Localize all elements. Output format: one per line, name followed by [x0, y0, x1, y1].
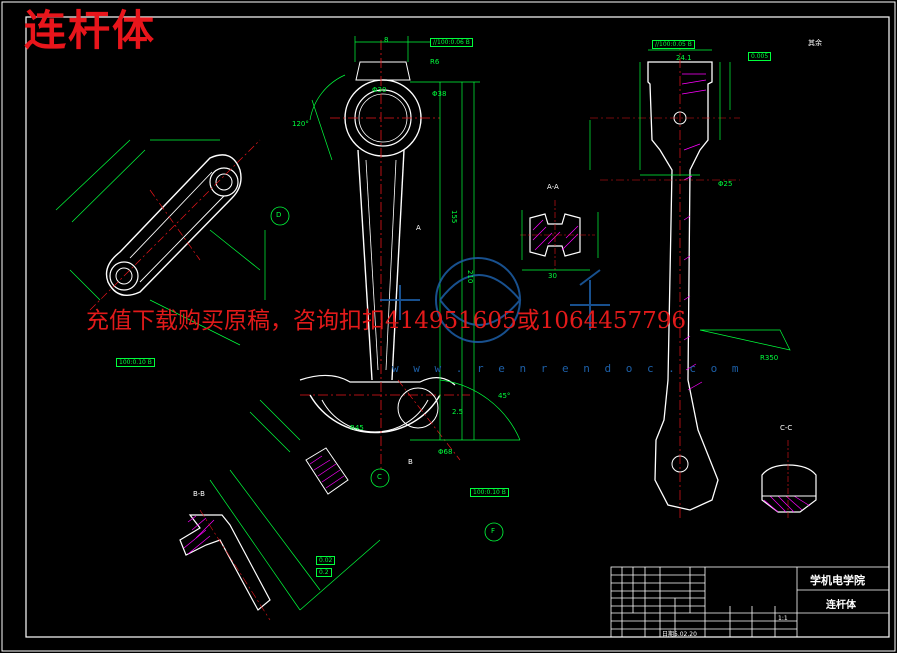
tolerance-bottom: 100:0.10 B — [470, 488, 509, 497]
dim-r: R6 — [430, 58, 440, 66]
title-block — [610, 566, 890, 638]
side-view-dimensions — [589, 49, 791, 351]
dim-phi2: Φ38 — [432, 90, 447, 98]
marker-c: C — [377, 473, 382, 481]
dim-len: 155 — [450, 210, 458, 224]
dim-r2: R45 — [350, 424, 364, 432]
left-inclined-view — [89, 139, 261, 311]
marker-d: D — [276, 211, 282, 219]
dim-angle2: 45° — [498, 392, 511, 400]
tolerance-small-2: 0.2 — [316, 568, 332, 577]
inner-frame — [25, 16, 890, 638]
tolerance-small-1: 0.02 — [316, 556, 336, 565]
front-view — [299, 40, 470, 495]
scale-value: 1:1 — [778, 615, 788, 622]
dim-angle: 120° — [292, 120, 309, 128]
section-a-a-dims — [521, 210, 599, 271]
section-label-a-a: A-A — [547, 183, 559, 191]
tolerance-top-right: //100:0.05 B — [652, 40, 695, 49]
view-markers — [270, 206, 504, 542]
dim-len2: 210 — [466, 270, 474, 284]
surface-note: 其余 — [808, 39, 822, 47]
section-label-c-c: C-C — [780, 424, 793, 432]
dim-phi-b: Φ25 — [718, 180, 733, 188]
tolerance-flat: 0.005 — [748, 52, 772, 61]
part-name: 连杆体 — [826, 600, 856, 611]
dim-phi3: Φ68 — [438, 448, 453, 456]
tolerance-top: //100:0.06 B — [430, 38, 473, 47]
label-b: B — [408, 458, 413, 466]
dim-width: 24.1 — [676, 54, 692, 62]
watermark-text: 充值下载购买原稿，咨询扣扣414951605或1064457796 — [86, 308, 687, 334]
section-b-b — [179, 509, 271, 621]
label-a: A — [416, 224, 421, 232]
side-view — [590, 40, 740, 520]
section-c-c — [761, 440, 817, 520]
dim-top: 8 — [384, 36, 389, 44]
marker-f: F — [491, 527, 496, 535]
dim-r3: R350 — [760, 354, 779, 362]
dim-side: 30 — [548, 272, 557, 280]
school-name: 学机电学院 — [810, 574, 865, 587]
dim-phi1: Φ30 — [372, 86, 387, 94]
watermark-logo — [380, 257, 610, 343]
watermark-url: w w w . r e n r e n d o c . c o m — [392, 362, 743, 375]
date-value: 日期5.02.20 — [662, 631, 697, 638]
section-label-b-b: B-B — [193, 490, 205, 498]
left-view-dimensions — [55, 139, 266, 346]
section-a-a — [520, 200, 595, 270]
tolerance-left: 100:0.10 B — [116, 358, 155, 367]
dim-thk: 2.5 — [452, 408, 464, 416]
drawing-title: 连杆体 — [24, 6, 157, 55]
